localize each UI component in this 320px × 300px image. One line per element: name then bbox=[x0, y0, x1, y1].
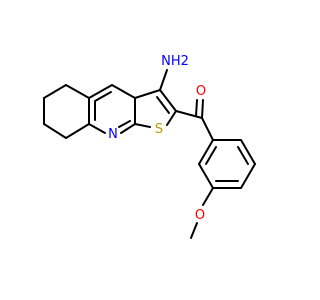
bond bbox=[65, 84, 90, 99]
bond bbox=[237, 146, 249, 165]
ether-oxygen-label: O bbox=[195, 208, 205, 223]
amine-label: NH2 bbox=[161, 54, 189, 69]
bond bbox=[166, 110, 177, 126]
sulfur-label: S bbox=[155, 122, 163, 137]
carbonyl-group bbox=[175, 99, 214, 141]
methoxy-group bbox=[190, 187, 214, 239]
carbonyl-oxygen-label: O bbox=[196, 84, 206, 99]
cyclohexane-ring bbox=[43, 84, 90, 139]
thiophene-ring bbox=[134, 89, 177, 128]
bond bbox=[202, 187, 214, 206]
bond bbox=[134, 89, 161, 99]
bond bbox=[195, 99, 198, 117]
bond bbox=[156, 96, 170, 114]
bond bbox=[175, 110, 203, 119]
bond bbox=[240, 139, 256, 165]
bond bbox=[205, 146, 217, 165]
bond bbox=[88, 123, 106, 134]
molecule-diagram: NH2 N S O O bbox=[43, 54, 256, 239]
pyridine-nitrogen-label: N bbox=[108, 127, 118, 142]
bond bbox=[201, 99, 204, 119]
bond bbox=[201, 117, 214, 141]
bond bbox=[190, 222, 198, 239]
bond bbox=[134, 123, 151, 128]
bond bbox=[159, 69, 168, 91]
bond bbox=[159, 89, 177, 112]
bond bbox=[65, 123, 90, 139]
bond bbox=[118, 120, 131, 128]
bond bbox=[198, 139, 214, 165]
bond bbox=[94, 91, 112, 102]
bond bbox=[43, 84, 67, 99]
structure-canvas: NH2 N S O O bbox=[43, 54, 256, 239]
bond bbox=[88, 84, 113, 99]
pyridine-ring bbox=[88, 84, 136, 134]
benzene-ring bbox=[198, 139, 256, 189]
bond bbox=[240, 163, 256, 189]
bond bbox=[111, 84, 136, 99]
bond bbox=[198, 163, 214, 189]
bond bbox=[43, 123, 67, 139]
bond bbox=[120, 123, 136, 134]
